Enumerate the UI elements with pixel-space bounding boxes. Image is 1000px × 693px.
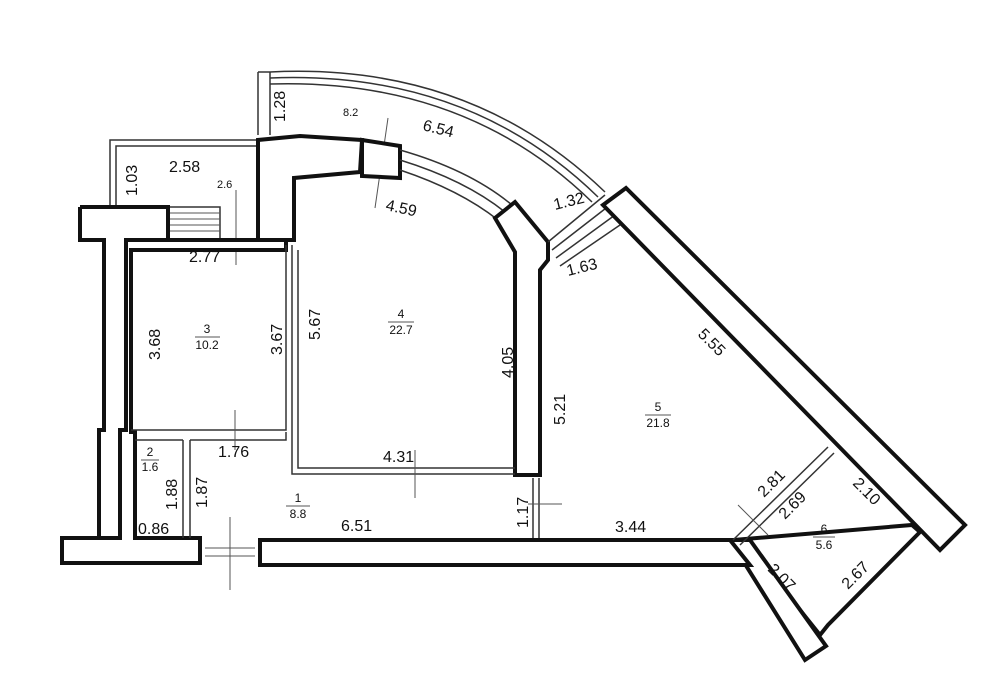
dim-room3-right: 3.67	[269, 324, 286, 355]
dim-room5-bottom: 3.44	[615, 519, 646, 536]
room-6-number: 6	[821, 522, 828, 536]
dim-room4-bottom: 4.31	[383, 449, 414, 466]
dim-room1-top: 1.76	[218, 444, 249, 461]
dim-balcony-top-height: 1.28	[272, 91, 289, 122]
room-4-number: 4	[398, 307, 405, 321]
dim-bay-top: 1.32	[552, 190, 586, 214]
room-1-area: 8.8	[290, 507, 307, 521]
balcony-left	[109, 139, 258, 205]
dim-room4-right: 4.05	[500, 347, 517, 378]
dim-room2-h2: 1.87	[194, 477, 211, 508]
partitions	[131, 245, 835, 590]
dim-balcony-left-height: 1.03	[124, 165, 141, 196]
room-1-number: 1	[295, 491, 302, 505]
dim-room2-h1: 1.88	[164, 479, 181, 510]
room-5-area: 21.8	[646, 416, 670, 430]
dim-room5-left: 5.21	[552, 394, 569, 425]
walls	[60, 133, 968, 663]
room-labels: 3 10.2 4 22.7 5 21.8 1 8.8 2 1.6 6 5.6	[141, 307, 835, 552]
dim-room1-bottom: 6.51	[341, 518, 372, 535]
room-2-area: 1.6	[142, 460, 159, 474]
room-2-number: 2	[147, 445, 154, 459]
dim-room4-left: 5.67	[307, 309, 324, 340]
dim-stairs-width: 2.6	[217, 179, 232, 191]
room-4-area: 22.7	[389, 323, 413, 337]
dim-room2-bottom: 0.86	[138, 521, 169, 538]
room-3-area: 10.2	[195, 338, 219, 352]
dim-balcony-top-arc-outer: 6.54	[421, 117, 455, 141]
dim-room3-top: 2.77	[189, 249, 220, 266]
dim-room6-top: 2.81	[755, 467, 789, 501]
bay-window	[547, 194, 621, 267]
dim-room1-right: 1.17	[515, 497, 532, 528]
room-6-area: 5.6	[816, 538, 833, 552]
room-3-number: 3	[204, 322, 211, 336]
dim-room4-top: 4.59	[384, 197, 418, 220]
dim-balcony-top-arc-inner: 8.2	[343, 107, 358, 119]
room-5-number: 5	[655, 400, 662, 414]
balcony-top	[257, 70, 606, 209]
dim-balcony-left-width: 2.58	[169, 159, 200, 176]
dim-room3-left: 3.68	[147, 329, 164, 360]
dim-room5-diagonal: 5.55	[694, 326, 728, 360]
